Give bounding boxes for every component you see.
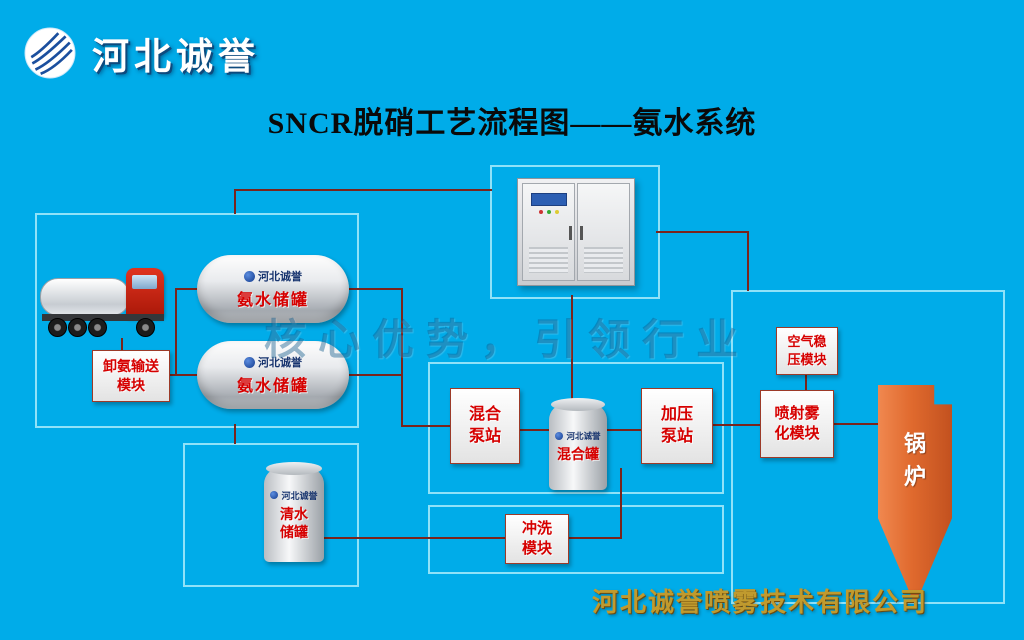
spray-atomization-module: 喷射雾化模块 (760, 390, 834, 458)
tank-label: 氨水储罐 (236, 378, 309, 395)
pipe-segment (520, 429, 550, 431)
flush-module-label: 冲洗模块 (521, 519, 552, 557)
pipe-segment (175, 288, 198, 290)
air-regulator-module: 空气稳压模块 (776, 327, 838, 375)
truck-wheel (136, 318, 155, 337)
pipe-segment (620, 468, 622, 539)
truck-chassis (42, 314, 164, 321)
pipe-segment (121, 338, 123, 352)
pipe-segment (234, 189, 492, 191)
brand-globe-dot-icon (244, 270, 255, 282)
pipe-segment (805, 375, 807, 391)
tank-brand: 河北诚誉 (281, 490, 318, 501)
brand-globe-dot-icon (270, 491, 279, 500)
mix-tank-label: 混合罐 (557, 446, 599, 463)
pipe-segment (175, 288, 177, 376)
pipe-segment (234, 190, 236, 214)
logo-globe-icon (24, 27, 76, 79)
flush-module: 冲洗模块 (505, 514, 569, 564)
truck-wheel (48, 318, 67, 337)
truck-tank (40, 278, 130, 316)
pipe-segment (234, 424, 236, 444)
brand-globe-dot-icon (555, 432, 564, 441)
cabinet-indicator-lights (538, 210, 559, 214)
page-title: SNCR脱硝工艺流程图——氨水系统 (267, 107, 757, 140)
pipe-segment (349, 288, 403, 290)
clean-water-tank: 河北诚誉 清水储罐 (264, 462, 324, 562)
tank-brand: 河北诚誉 (566, 431, 601, 442)
cabinet-left-door (522, 183, 575, 281)
cabinet-handle (569, 226, 572, 241)
zone-clean-water (183, 443, 359, 587)
pipe-segment (834, 423, 879, 425)
footer-company-name: 河北诚誉喷雾技术有限公司 (592, 588, 929, 617)
water-tank-label: 清水储罐 (280, 505, 308, 540)
mix-pump-station: 混合泵站 (450, 388, 520, 464)
pipe-segment (349, 374, 403, 376)
cabinet-vent (529, 247, 568, 273)
pipe-segment (324, 537, 506, 539)
company-logo: 河北诚誉 (24, 26, 260, 80)
tank-label: 氨水储罐 (236, 292, 309, 309)
cabinet-vent (584, 247, 623, 273)
pipe-segment (607, 429, 642, 431)
boiler-label: 锅炉 (903, 431, 926, 489)
truck-cab (126, 268, 164, 318)
air-module-label: 空气稳压模块 (787, 334, 827, 367)
zone-flush (428, 505, 724, 574)
logo-text: 河北诚誉 (92, 37, 260, 78)
mix-pump-label: 混合泵站 (468, 406, 501, 445)
ammonia-tank-2: 河北诚誉 氨水储罐 (197, 341, 349, 409)
tank-brand: 河北诚誉 (258, 357, 302, 369)
tank-brand: 河北诚誉 (258, 271, 302, 283)
pipe-segment (571, 295, 573, 405)
mix-tank: 河北诚誉 混合罐 (549, 398, 607, 490)
cabinet-right-door (577, 183, 630, 281)
ammonia-tanker-truck-icon (40, 262, 168, 342)
ammonia-tank-1: 河北诚誉 氨水储罐 (197, 255, 349, 323)
truck-wheel (88, 318, 107, 337)
pressure-pump-label: 加压泵站 (660, 406, 693, 445)
truck-wheel (68, 318, 87, 337)
spray-module-label: 喷射雾化模块 (774, 404, 820, 442)
zone-boiler (731, 290, 1005, 604)
truck-window (132, 275, 157, 289)
pipe-segment (401, 425, 451, 427)
zone-mixing (428, 362, 724, 494)
pipe-segment (713, 424, 761, 426)
brand-globe-dot-icon (244, 356, 255, 368)
pressure-pump-station: 加压泵站 (641, 388, 713, 464)
pipe-segment (569, 537, 622, 539)
cabinet-handle (580, 226, 583, 241)
unload-module: 卸氨输送模块 (92, 350, 170, 402)
pipe-segment (747, 231, 749, 291)
zone-ammonia-storage (35, 213, 359, 428)
control-cabinet-icon (517, 178, 635, 286)
pipe-segment (401, 288, 403, 427)
cabinet-display (530, 193, 567, 206)
unload-module-label: 卸氨输送模块 (103, 358, 159, 393)
pipe-segment (656, 231, 749, 233)
